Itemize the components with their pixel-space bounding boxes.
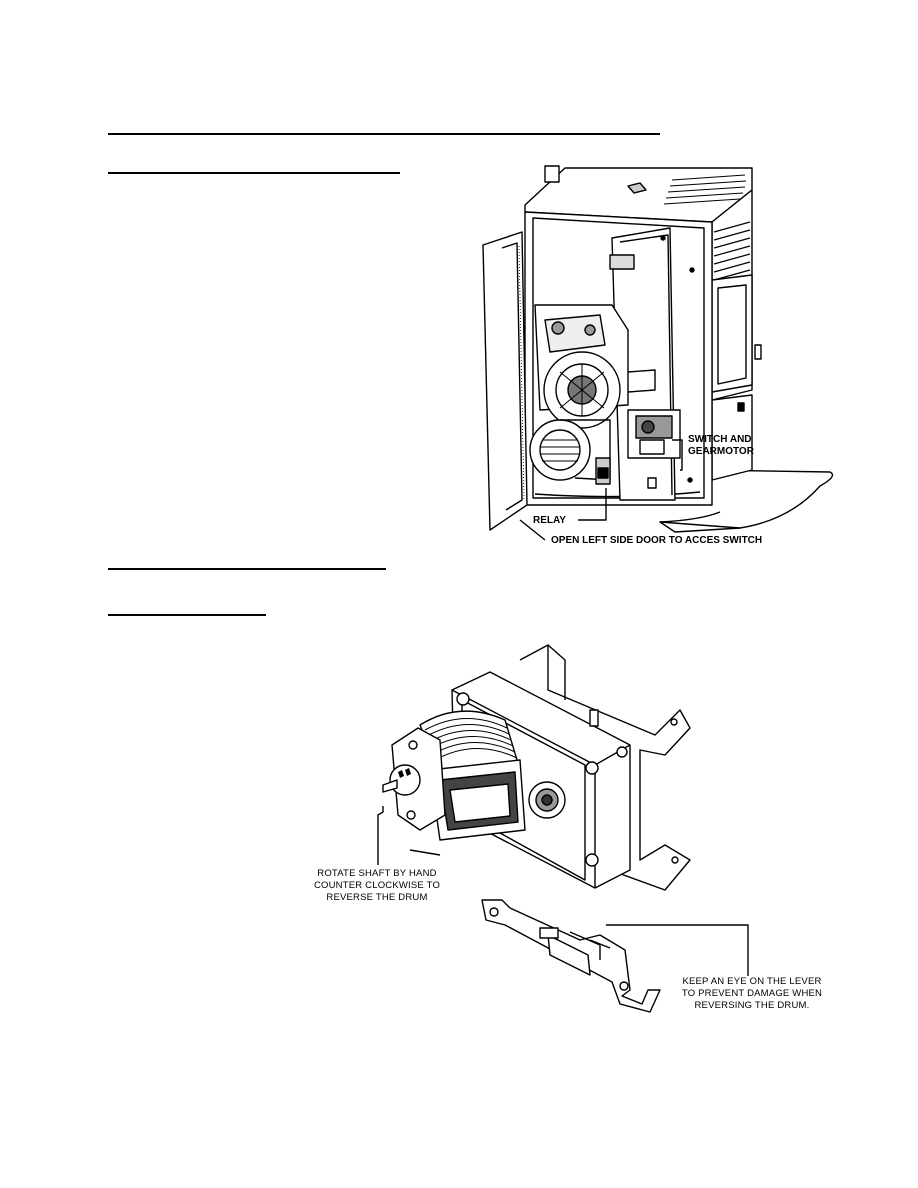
relay-label: RELAY xyxy=(533,515,566,526)
section-rule-2 xyxy=(108,568,386,570)
callout-line: GEARMOTOR xyxy=(688,446,754,457)
callout-line: SWITCH AND xyxy=(688,434,752,445)
section-rule-3 xyxy=(108,614,266,616)
callout-line: KEEP AN EYE ON THE LEVER xyxy=(682,976,822,987)
callout-line: COUNTER CLOCKWISE TO xyxy=(313,880,441,891)
callout-line: ROTATE SHAFT BY HAND xyxy=(317,868,437,879)
callout-line: REVERSE THE DRUM xyxy=(326,892,428,903)
switch-and-gearmotor-label: SWITCH AND GEARMOTOR xyxy=(688,434,754,458)
section-rule-1 xyxy=(108,172,400,174)
callout-line: TO PREVENT DAMAGE WHEN xyxy=(681,988,823,999)
heading-rule xyxy=(108,133,660,135)
open-left-door-label: OPEN LEFT SIDE DOOR TO ACCES SWITCH xyxy=(551,535,763,546)
callout-line: REVERSING THE DRUM. xyxy=(694,1000,810,1011)
rotate-shaft-label: ROTATE SHAFT BY HAND COUNTER CLOCKWISE T… xyxy=(292,868,462,904)
keep-eye-on-lever-label: KEEP AN EYE ON THE LEVER TO PREVENT DAMA… xyxy=(666,976,838,1012)
